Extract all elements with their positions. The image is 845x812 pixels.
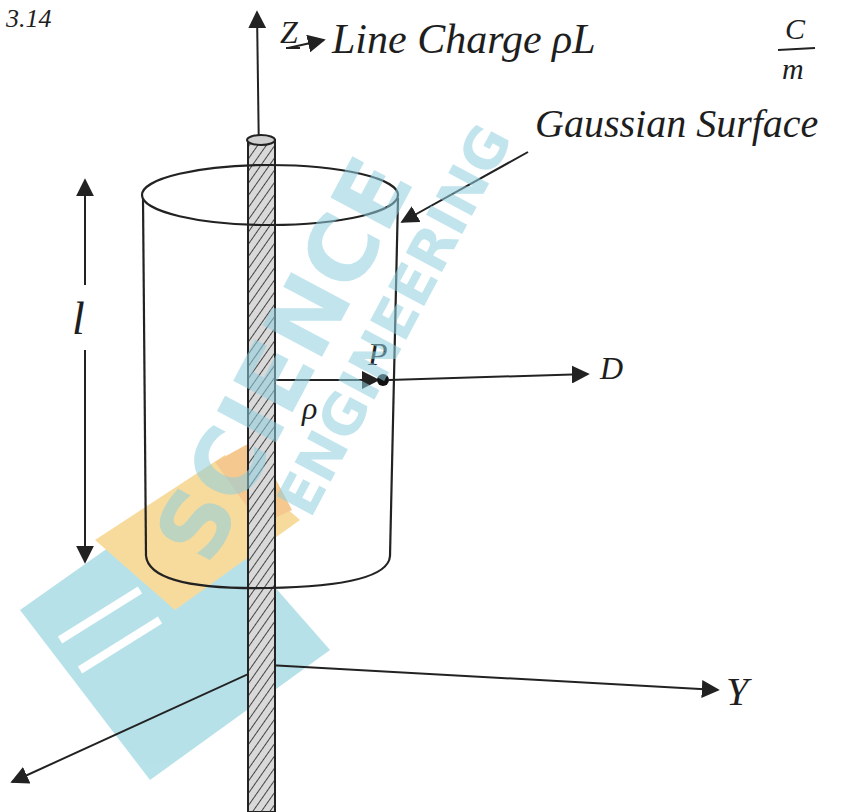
line-charge-top (247, 135, 275, 145)
axis-label: Y (726, 672, 748, 712)
field-arrow (389, 374, 588, 380)
unit-label: m (782, 54, 804, 84)
vector-label: D (600, 352, 623, 384)
fraction-bar (778, 48, 815, 50)
length-arrow (84, 180, 86, 285)
callout-label: Line Charge ρL (332, 18, 596, 60)
length-arrow (84, 350, 86, 562)
x-axis (12, 665, 268, 782)
unit-label: C (785, 14, 805, 44)
dimension-label: l (72, 296, 85, 342)
axis-label: Z (280, 16, 298, 48)
y-axis (268, 665, 718, 690)
figure-number: 3.14 (6, 6, 52, 32)
callout-label: Gaussian Surface (535, 104, 818, 144)
